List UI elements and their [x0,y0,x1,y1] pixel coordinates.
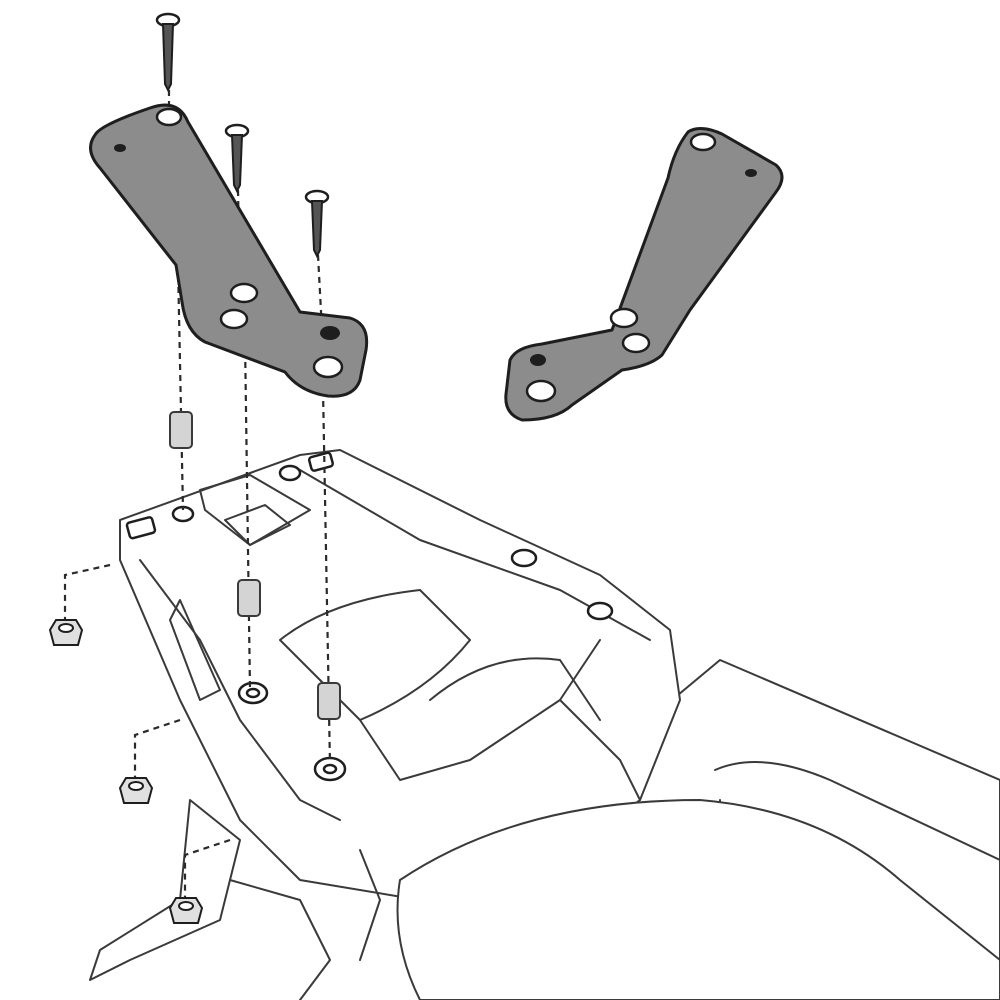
nuts [48,619,204,924]
spacers [169,411,341,720]
spacer [317,682,341,720]
screw [304,189,330,259]
right-bracket [504,127,784,422]
nut [168,897,204,924]
nut [118,777,154,804]
screw [224,123,250,194]
spacer [237,579,261,617]
spacer [169,411,193,449]
left-bracket [89,103,369,398]
nut [48,619,84,646]
screws [155,12,330,259]
rear-rack [89,449,1000,1000]
screw [155,12,181,93]
